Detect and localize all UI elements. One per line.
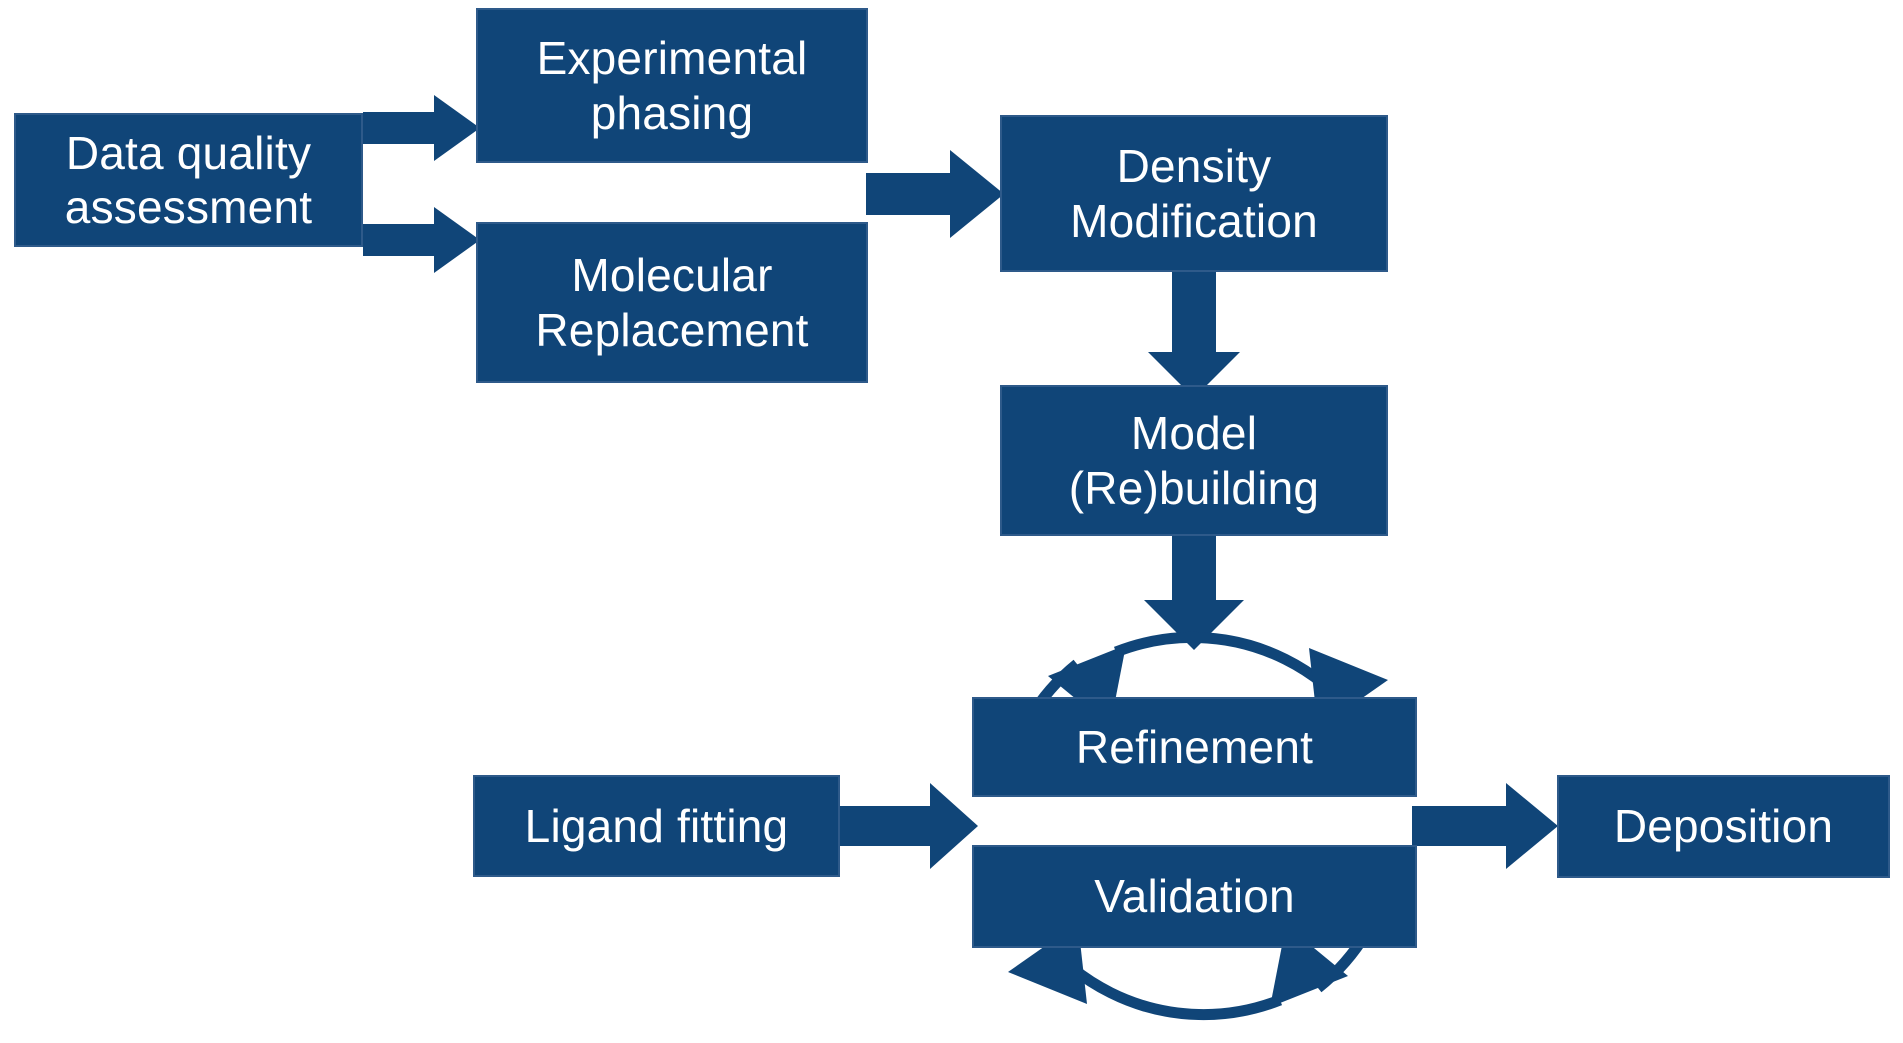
node-data-quality-assessment[interactable]: Data quality assessment (14, 113, 363, 247)
node-molecular-replacement[interactable]: Molecular Replacement (476, 222, 868, 383)
node-deposition[interactable]: Deposition (1557, 775, 1890, 878)
arrow-ligandfitting-to-refinementcycle (840, 783, 978, 869)
node-ligand-fitting[interactable]: Ligand fitting (473, 775, 840, 877)
arrow-modelrebuilding-to-refinementcycle (1144, 536, 1244, 650)
node-experimental-phasing[interactable]: Experimental phasing (476, 8, 868, 163)
node-validation[interactable]: Validation (972, 845, 1417, 948)
arrow-dataquality-to-molecularreplacement (363, 207, 480, 273)
node-model-rebuilding[interactable]: Model (Re)building (1000, 385, 1388, 536)
arrow-densitymodification-to-modelrebuilding (1148, 272, 1240, 398)
arrow-dataquality-to-experimentalphasing (363, 95, 480, 161)
circular-cycle-arrow-icon (997, 631, 1399, 1021)
node-refinement[interactable]: Refinement (972, 697, 1417, 797)
arrow-phasing-to-densitymodification (866, 150, 1004, 238)
node-density-modification[interactable]: Density Modification (1000, 115, 1388, 272)
arrow-refinementcycle-to-deposition (1412, 783, 1558, 869)
